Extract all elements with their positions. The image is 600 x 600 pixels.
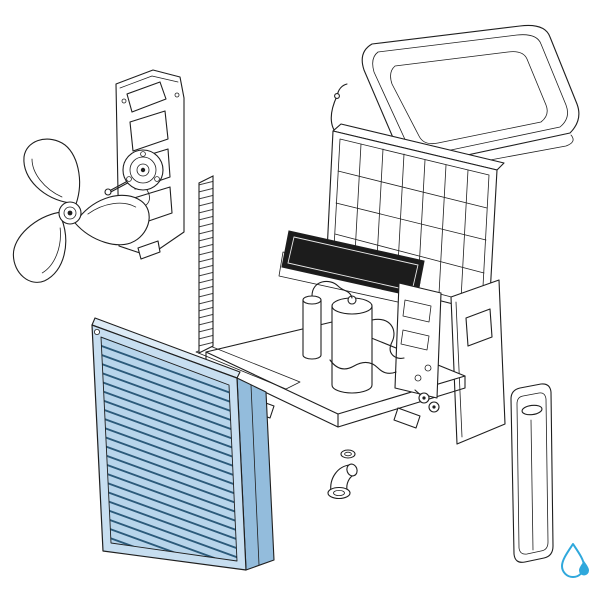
fan-hub-inner — [63, 206, 77, 220]
side-panel-right — [510, 383, 554, 563]
front-louvered-panel — [91, 317, 275, 571]
bracket-hole-1 — [129, 110, 169, 152]
motor-ring — [129, 156, 157, 184]
terminal-box-slot-2 — [400, 329, 430, 351]
logo-droplet-small — [579, 561, 589, 576]
front-panel-screw — [94, 328, 101, 335]
side-panel-handle-slot — [521, 404, 543, 416]
bracket-screw-hole-left — [121, 98, 127, 104]
elbow-flange-inner — [333, 489, 345, 496]
terminal-box — [394, 282, 442, 399]
motor-shaft-end — [104, 188, 112, 196]
motor-center — [140, 167, 146, 173]
service-valve-1-cap — [422, 396, 426, 400]
coil-pipe — [329, 359, 397, 374]
heat-exchanger-fin-edge — [198, 175, 214, 354]
top-cover-outline — [361, 24, 580, 165]
compressor-body — [331, 305, 373, 394]
compressor-terminal — [347, 295, 357, 305]
service-valve-2-cap — [432, 405, 436, 409]
base-foot-right — [393, 407, 421, 429]
grommet-outer — [340, 449, 356, 459]
grommet-inner — [344, 451, 352, 457]
top-cover-inner-line — [372, 34, 568, 156]
fan-blade-1 — [23, 138, 81, 208]
fan-blade-3-detail — [41, 227, 61, 274]
accumulator-body — [302, 299, 322, 360]
accumulator-top — [302, 295, 322, 305]
motor-bolt-3 — [154, 176, 160, 182]
front-panel-side-crease — [250, 384, 260, 566]
fan-hub-center — [67, 210, 73, 216]
bracket-hole-top — [126, 81, 167, 113]
elbow-cap — [346, 463, 358, 477]
top-cover-plateau — [390, 51, 548, 145]
partition-panel — [450, 279, 506, 445]
fan-propeller — [12, 138, 150, 283]
front-panel-louver-area — [100, 336, 238, 562]
partition-outline — [450, 279, 506, 445]
side-panel-inner — [516, 392, 549, 555]
brand-logo — [561, 543, 589, 578]
side-panel-crease — [530, 419, 534, 551]
terminal-box-hole-1 — [424, 364, 432, 372]
motor-bolt-1 — [140, 151, 146, 157]
fan-blade-2-detail — [87, 202, 137, 215]
terminal-box-hole-2 — [414, 374, 422, 382]
partition-crease — [455, 301, 463, 438]
drain-elbow-and-grommet — [327, 449, 358, 500]
motor-hub — [136, 163, 150, 177]
motor-bolt-2 — [126, 176, 132, 182]
compressor-piping-assembly — [302, 280, 442, 413]
suction-pipe — [311, 280, 353, 299]
fin-edge-strip — [198, 175, 214, 354]
bracket-foot — [137, 240, 161, 260]
bracket-edge-line — [119, 75, 179, 89]
motor-wire — [144, 189, 150, 207]
fan-blade-1-detail — [31, 158, 63, 198]
cable-end — [334, 93, 340, 99]
bracket-screw-hole-right — [174, 92, 180, 98]
discharge-pipe — [371, 318, 405, 359]
elbow-flange — [327, 486, 351, 500]
fan-motor — [104, 149, 164, 207]
grille-horizontal-bars — [334, 170, 488, 274]
logo-droplet-outline — [561, 543, 585, 578]
terminal-box-slot-1 — [402, 299, 432, 323]
partition-hole — [465, 308, 493, 347]
